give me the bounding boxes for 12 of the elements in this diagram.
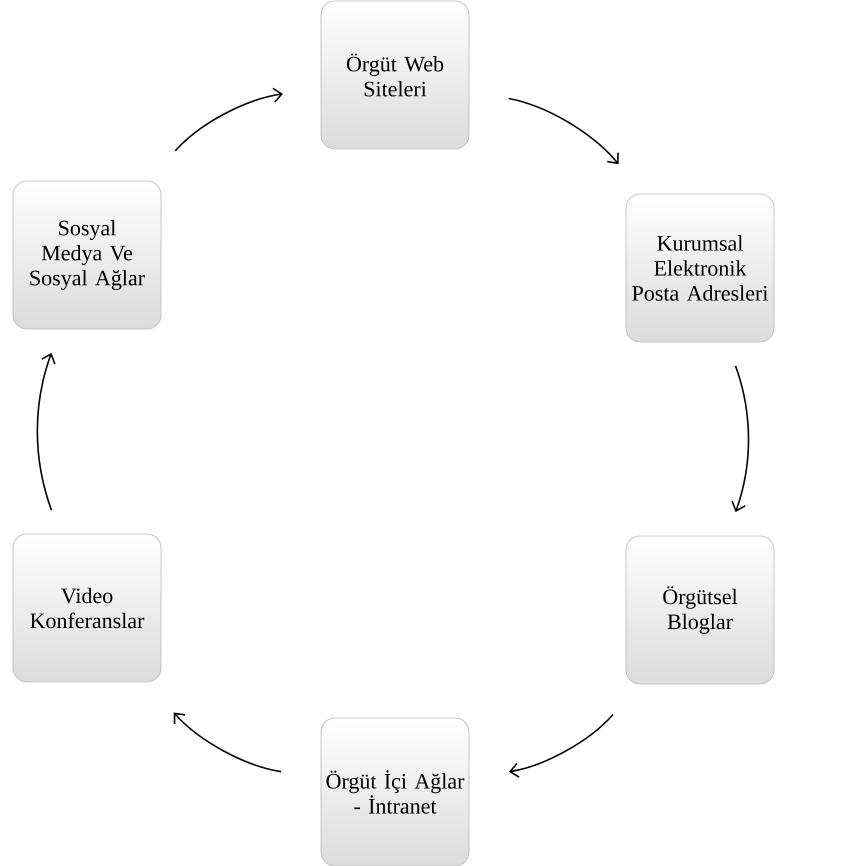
process-box: Örgüt İçi Ağlar - İntranet (320, 718, 470, 866)
arrow (508, 98, 619, 164)
arrow (174, 88, 283, 152)
process-box: Video Konferanslar (12, 534, 162, 682)
arrow (731, 366, 750, 512)
arrow (36, 352, 56, 510)
process-box: Örgüt Web Siteleri (320, 0, 470, 150)
process-box: Kurumsal Elektronik Posta Adresleri (626, 194, 774, 342)
arrow (174, 712, 282, 772)
process-box: Sosyal Medya Ve Sosyal Ağlar (12, 180, 162, 330)
process-box: Örgütsel Bloglar (626, 536, 774, 684)
arrow (508, 714, 614, 778)
